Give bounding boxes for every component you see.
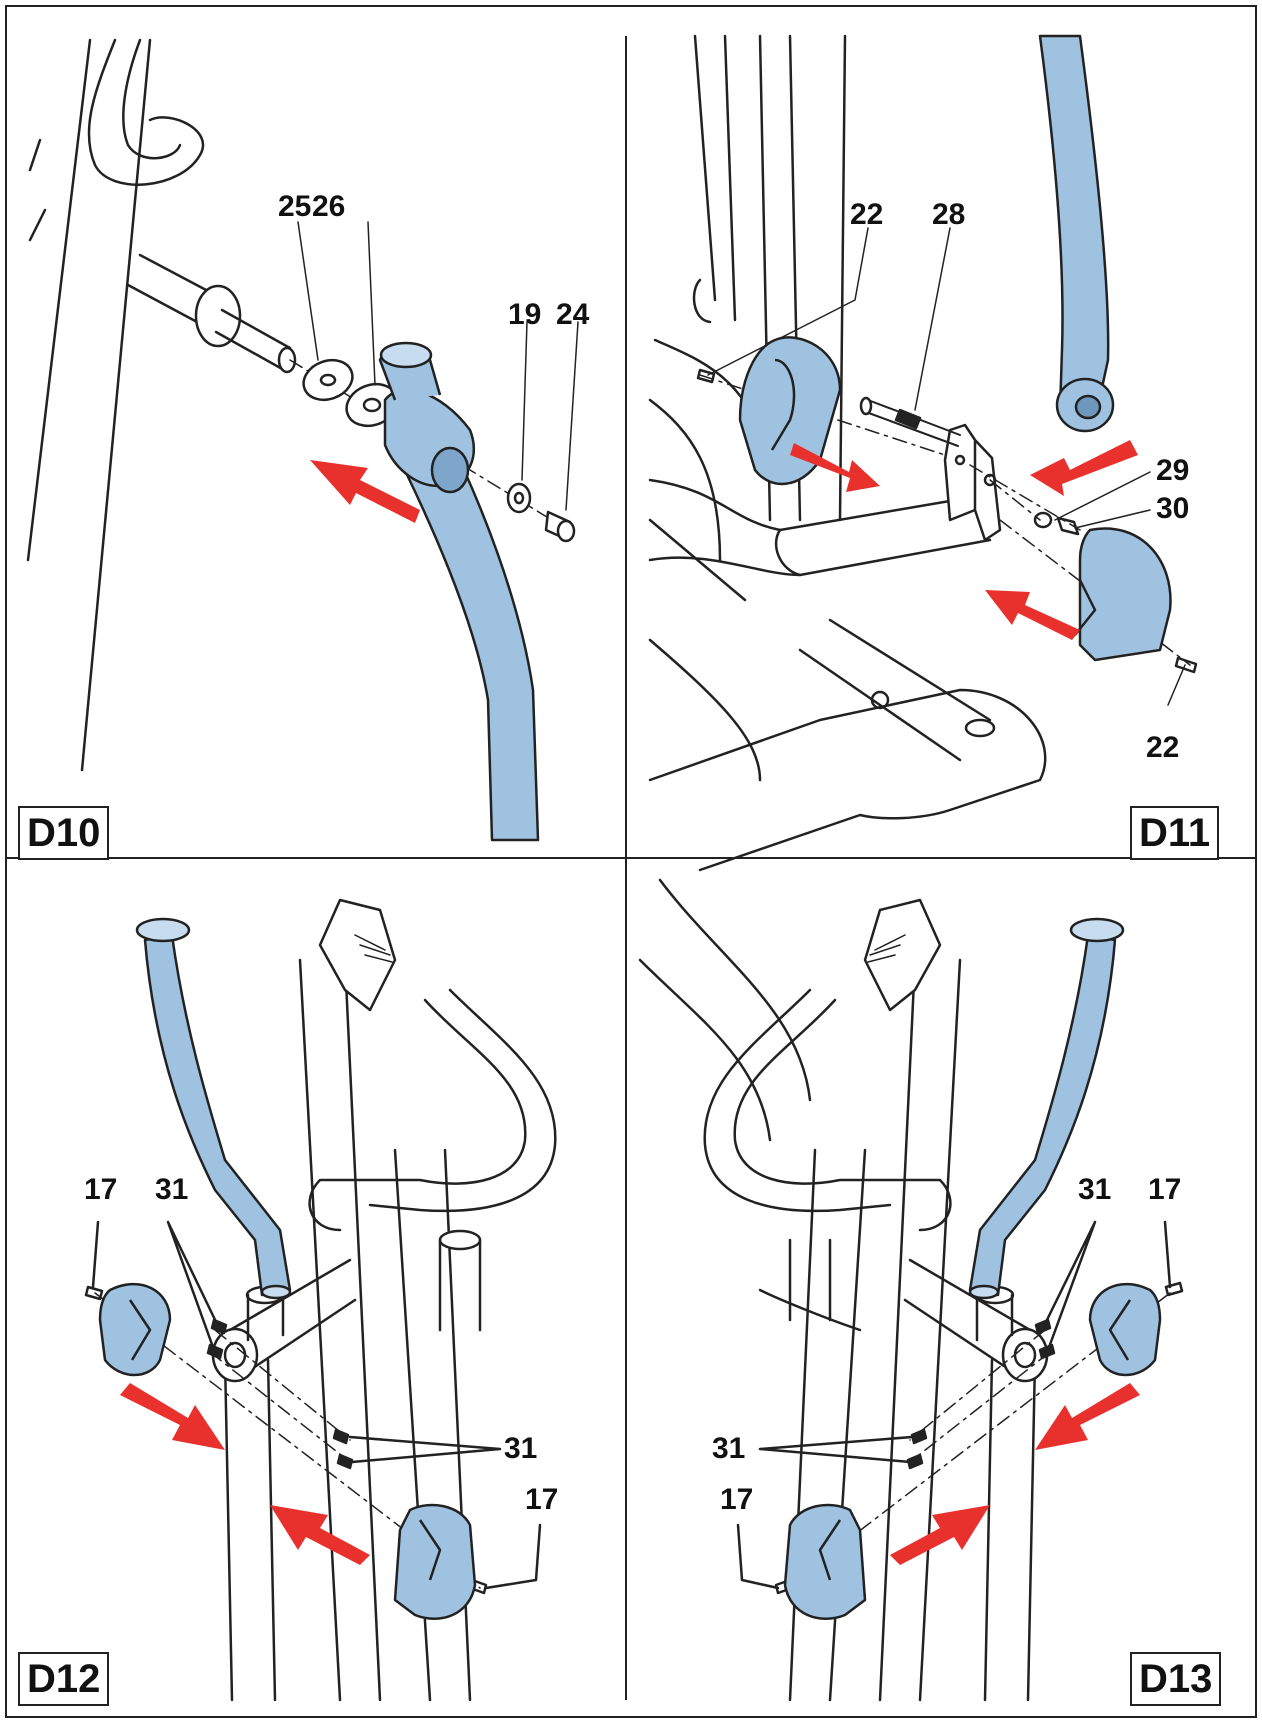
part-label-17-bottom: 17: [720, 1483, 754, 1516]
part-label-30: 30: [1156, 492, 1190, 525]
panel-d10-arrow: [310, 460, 420, 523]
panel-d13-drawing: [638, 878, 1184, 1702]
part-label-17-top: 17: [84, 1173, 118, 1206]
panel-d13-parts: [783, 917, 1162, 1620]
panel-d12-arrows: [120, 1383, 370, 1565]
panel-d10-arm: [378, 341, 540, 842]
part-label-19: 19: [508, 298, 542, 331]
part-label-31-middle: 31: [504, 1432, 538, 1465]
part-label-31-top: 31: [1078, 1173, 1112, 1206]
panel-tag-d10: D10: [18, 806, 110, 860]
part-label-22-bottom: 22: [1146, 731, 1180, 764]
part-label-31-top: 31: [155, 1173, 189, 1206]
part-label-24: 24: [556, 298, 590, 331]
panel-tag-d12: D12: [18, 1652, 110, 1706]
panel-d10-drawing: [26, 38, 579, 772]
part-label-28: 28: [932, 198, 966, 231]
panel-tag-d11: D11: [1130, 806, 1220, 860]
part-label-22-top: 22: [850, 198, 884, 231]
panel-d11-parts: [738, 34, 1172, 662]
panel-d12-parts: [98, 917, 477, 1620]
outer-border: [5, 5, 1257, 1718]
panel-d13-arrows: [890, 1383, 1140, 1565]
panel-d11-arrows: [790, 440, 1138, 640]
panel-tag-d13: D13: [1130, 1652, 1222, 1706]
part-label-25: 25: [278, 190, 312, 223]
part-label-31-middle: 31: [712, 1432, 746, 1465]
part-label-29: 29: [1156, 454, 1190, 487]
part-label-17-bottom: 17: [525, 1483, 559, 1516]
part-label-17-top: 17: [1148, 1173, 1182, 1206]
part-label-26: 26: [312, 190, 346, 223]
